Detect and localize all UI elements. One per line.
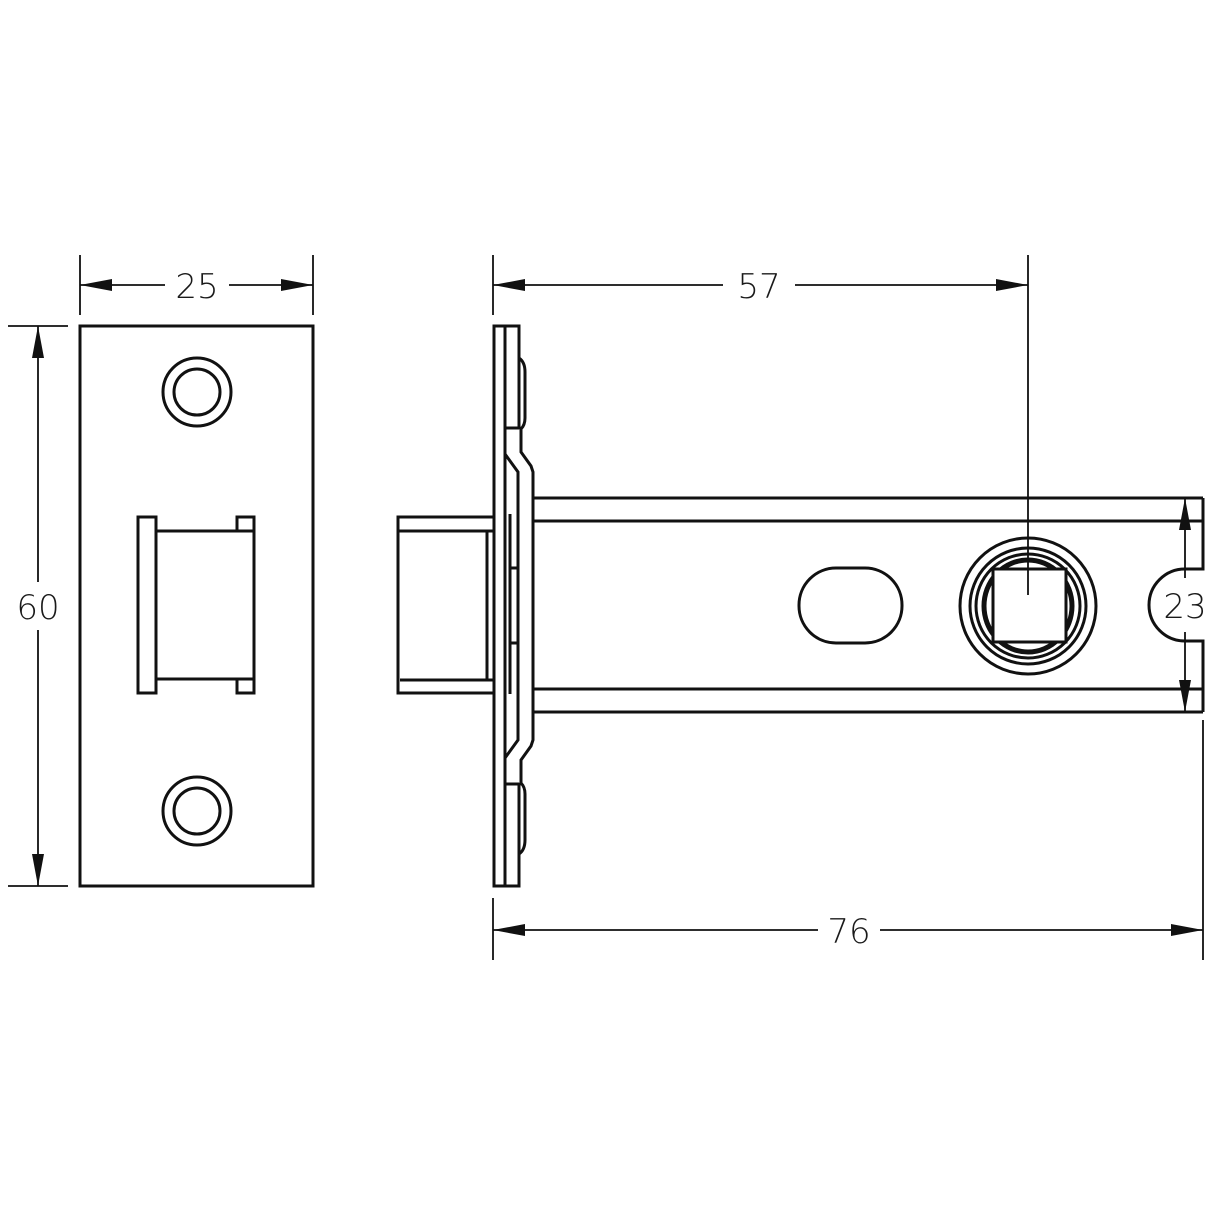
side-view: 57 76: [396, 255, 1207, 960]
slot-hole: [797, 566, 904, 645]
faceplate-edge: [492, 324, 535, 888]
dimension-label-width: 25: [175, 267, 218, 307]
arrow-right-icon: [1171, 924, 1203, 936]
arrow-up-icon: [32, 326, 44, 358]
arrow-down-icon: [32, 854, 44, 886]
arrow-right-icon: [996, 279, 1028, 291]
arrow-left-icon: [493, 924, 525, 936]
dimension-label-case-height: 23: [1163, 587, 1206, 627]
latch-bolt: [396, 515, 496, 695]
spindle-follower: [958, 536, 1098, 676]
faceplate: [78, 324, 315, 888]
front-view: 25 60: [8, 255, 315, 888]
bottom-screw-hole: [161, 775, 233, 847]
dimension-faceplate-height: 60: [8, 325, 68, 887]
arrow-left-icon: [493, 279, 525, 291]
arrow-down-icon: [1179, 680, 1191, 712]
dimension-backset: 57: [492, 255, 1029, 595]
latch-case: [533, 496, 1205, 714]
latch-bolt-opening: [136, 515, 256, 695]
dimension-case-height: 23: [1163, 498, 1207, 712]
dimension-overall-length: 76: [492, 720, 1204, 960]
arrow-right-icon: [281, 279, 313, 291]
dimension-faceplate-width: 25: [79, 255, 314, 315]
top-screw-hole: [161, 356, 233, 428]
arrow-left-icon: [80, 279, 112, 291]
dimension-label-length: 76: [827, 912, 870, 952]
arrow-up-icon: [1179, 498, 1191, 530]
dimension-label-backset: 57: [737, 267, 780, 307]
dimension-label-height: 60: [16, 588, 59, 628]
square-spindle-hole: [991, 567, 1068, 644]
